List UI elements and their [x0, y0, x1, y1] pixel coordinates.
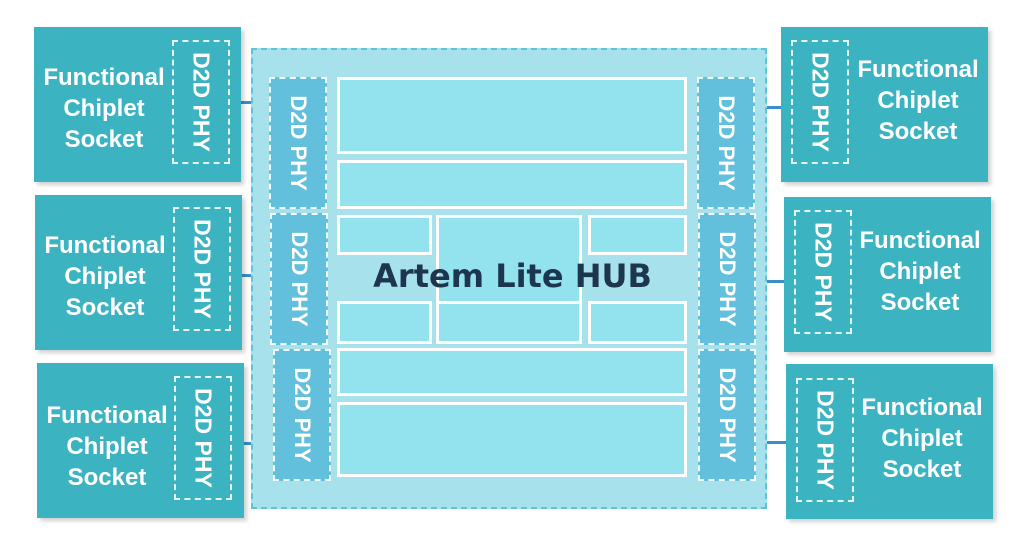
hub-block-bottom-2 — [337, 402, 687, 477]
hub-d2d-phy-label: D2D PHY — [714, 95, 739, 191]
connector-right-3 — [753, 441, 787, 444]
hub-d2d-phy-label: D2D PHY — [715, 367, 740, 463]
hub-d2d-phy-left-3: D2D PHY — [273, 349, 331, 481]
hub-block-mid-left-bottom — [337, 301, 432, 344]
hub-block-top-2 — [337, 160, 687, 209]
hub-d2d-phy-label: D2D PHY — [715, 231, 740, 327]
hub-d2d-phy-left-1: D2D PHY — [269, 77, 327, 209]
hub-d2d-phy-right-1: D2D PHY — [697, 77, 755, 209]
hub-block-top-1 — [337, 77, 687, 154]
connector-right-2 — [753, 280, 785, 283]
connector-right-1 — [753, 106, 783, 109]
socket-d2d-phy: D2D PHY — [173, 207, 231, 331]
hub-block-bottom-1 — [337, 348, 687, 396]
socket-d2d-phy-label: D2D PHY — [189, 219, 216, 319]
functional-chiplet-socket-left-2: Functional Chiplet Socket D2D PHY — [35, 195, 242, 350]
socket-label: Functional Chiplet Socket — [46, 402, 168, 491]
socket-d2d-phy: D2D PHY — [174, 376, 232, 500]
hub-block-mid-center-bottom — [436, 301, 582, 344]
socket-d2d-phy: D2D PHY — [796, 378, 854, 502]
socket-label: Functional Chiplet Socket — [859, 227, 981, 316]
socket-d2d-phy: D2D PHY — [791, 40, 849, 164]
socket-label: Functional Chiplet Socket — [861, 394, 983, 483]
hub-d2d-phy-label: D2D PHY — [286, 95, 311, 191]
socket-d2d-phy-label: D2D PHY — [190, 388, 217, 488]
hub-d2d-phy-left-2: D2D PHY — [270, 213, 328, 345]
functional-chiplet-socket-right-2: D2D PHY Functional Chiplet Socket — [784, 197, 991, 352]
functional-chiplet-socket-right-3: D2D PHY Functional Chiplet Socket — [786, 364, 993, 519]
socket-d2d-phy-label: D2D PHY — [812, 390, 839, 490]
hub-title: Artem Lite HUB — [373, 257, 652, 295]
socket-d2d-phy-label: D2D PHY — [810, 222, 837, 322]
hub-d2d-phy-right-2: D2D PHY — [698, 213, 756, 345]
hub-block-mid-right-bottom — [588, 301, 687, 344]
socket-label: Functional Chiplet Socket — [44, 232, 166, 321]
socket-d2d-phy: D2D PHY — [794, 210, 852, 334]
hub-block-mid-right-top — [588, 215, 687, 255]
functional-chiplet-socket-right-1: D2D PHY Functional Chiplet Socket — [781, 27, 988, 182]
socket-d2d-phy-label: D2D PHY — [807, 52, 834, 152]
socket-label: Functional Chiplet Socket — [43, 64, 165, 153]
functional-chiplet-socket-left-3: Functional Chiplet Socket D2D PHY — [37, 363, 244, 518]
socket-label: Functional Chiplet Socket — [857, 56, 979, 145]
functional-chiplet-socket-left-1: Functional Chiplet Socket D2D PHY — [34, 27, 241, 182]
hub-d2d-phy-right-3: D2D PHY — [698, 349, 756, 481]
hub-block-mid-left-top — [337, 215, 432, 255]
hub-d2d-phy-label: D2D PHY — [290, 367, 315, 463]
socket-d2d-phy-label: D2D PHY — [188, 52, 215, 152]
socket-d2d-phy: D2D PHY — [172, 40, 230, 164]
hub-d2d-phy-label: D2D PHY — [287, 231, 312, 327]
